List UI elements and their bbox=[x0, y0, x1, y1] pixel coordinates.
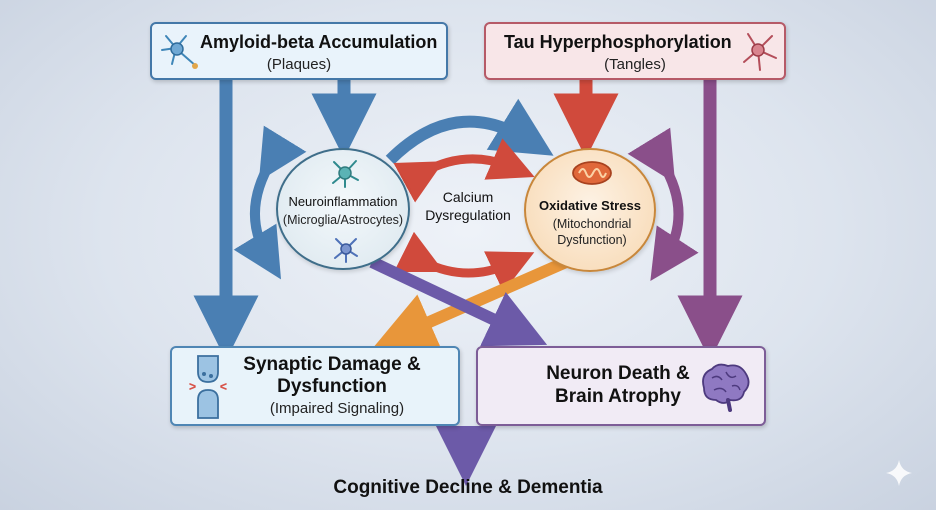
brain-icon bbox=[702, 363, 750, 412]
node-title: Synaptic Damage & Dysfunction bbox=[243, 354, 421, 397]
arrow-calcium-upper bbox=[393, 138, 535, 203]
node-title: Neuron Death & Brain Atrophy bbox=[546, 363, 690, 407]
node-neuron-death: Neuron Death & Brain Atrophy bbox=[476, 346, 766, 426]
astrocyte-icon bbox=[334, 238, 358, 263]
node-title: Amyloid-beta Accumulation bbox=[200, 32, 438, 52]
neuron-icon bbox=[161, 35, 198, 69]
arrow-calcium-lower bbox=[393, 231, 535, 293]
node-cognitive-decline: Cognitive Decline & Dementia bbox=[333, 477, 603, 498]
synapse-icon bbox=[189, 355, 227, 419]
node-amyloid-beta: Amyloid-beta Accumulation (Plaques) bbox=[150, 22, 448, 80]
arrow-neuro-to-neuron-death bbox=[369, 256, 548, 347]
arrow-oxidative-loop bbox=[627, 127, 699, 281]
node-calcium-dysregulation: Calcium Dysregulation bbox=[425, 189, 511, 223]
node-synaptic-damage: Synaptic Damage & Dysfunction (Impaired … bbox=[170, 346, 460, 426]
sparkle-icon bbox=[886, 460, 912, 486]
node-subtitle: (Mitochondrial Dysfunction) bbox=[552, 217, 632, 247]
node-subtitle: (Microglia/Astrocytes) bbox=[282, 213, 404, 227]
node-title: Oxidative Stress bbox=[539, 198, 641, 213]
node-tau: Tau Hyperphosphorylation (Tangles) bbox=[484, 22, 786, 80]
mitochondria-icon bbox=[572, 161, 612, 185]
arrow-neuro-to-oxidative-arc bbox=[385, 98, 554, 165]
node-subtitle: (Plaques) bbox=[266, 56, 332, 73]
node-title: Tau Hyperphosphorylation bbox=[504, 32, 732, 52]
node-neuroinflammation: Neuroinflammation (Microglia/Astrocytes) bbox=[276, 148, 410, 270]
neuron-icon bbox=[743, 33, 777, 71]
arrow-neuro-loop bbox=[233, 125, 307, 280]
node-subtitle: (Impaired Signaling) bbox=[269, 400, 405, 417]
node-oxidative-stress: Oxidative Stress (Mitochondrial Dysfunct… bbox=[524, 148, 656, 272]
node-title: Neuroinflammation bbox=[288, 194, 398, 209]
node-subtitle: (Tangles) bbox=[604, 56, 666, 73]
microglia-icon bbox=[332, 160, 359, 188]
